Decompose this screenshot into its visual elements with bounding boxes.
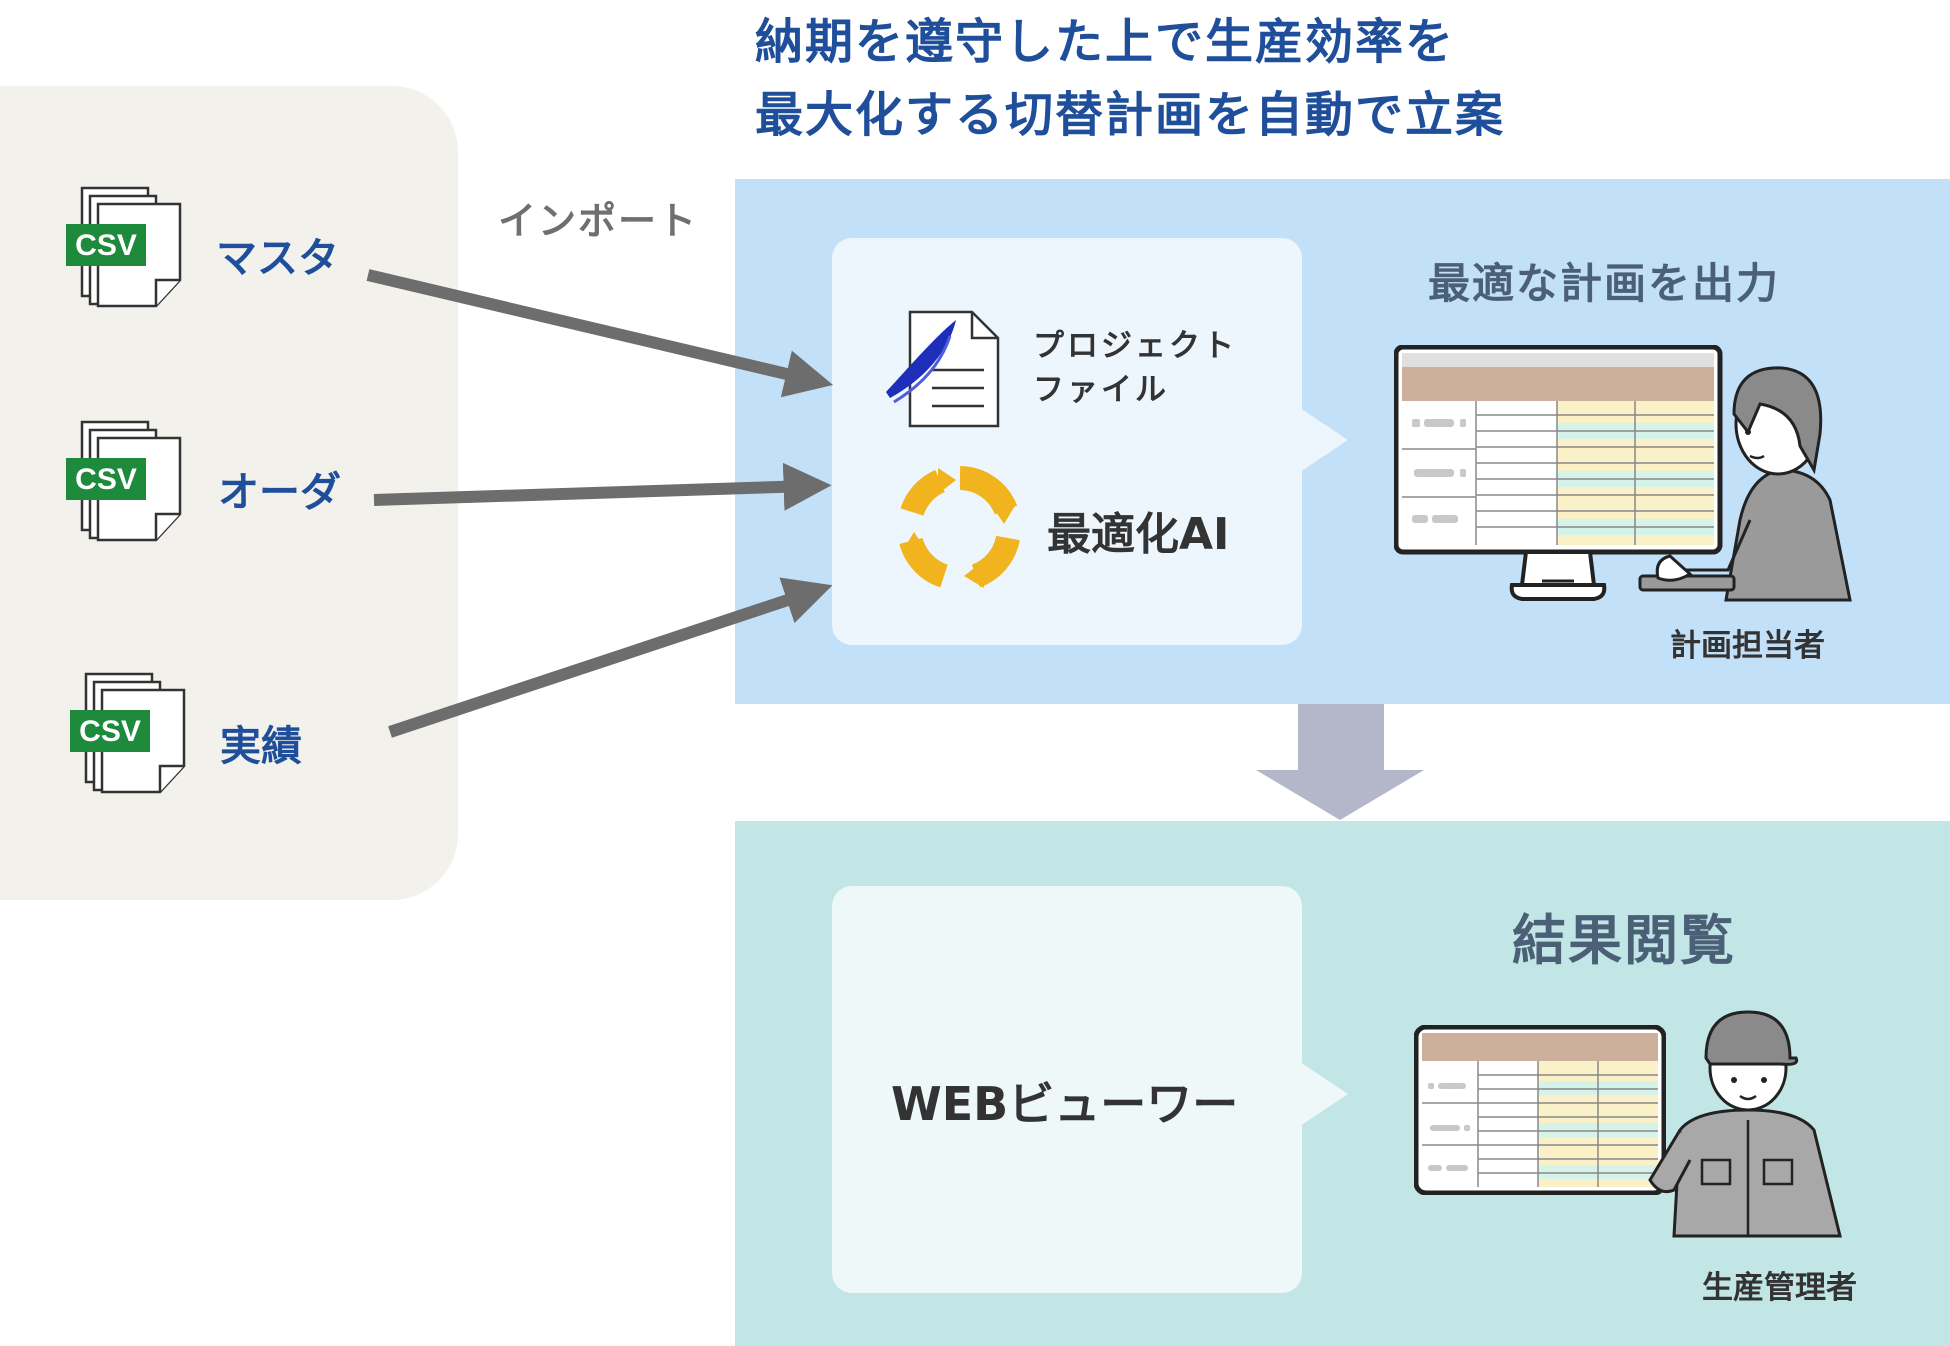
results-title: 結果閲覧 bbox=[1512, 909, 1736, 972]
source-label-master: マスタ bbox=[216, 234, 339, 282]
csv-file-icon-master: CSV bbox=[66, 186, 182, 308]
production-manager-label: 生産管理者 bbox=[1702, 1270, 1857, 1306]
viewer-bubble-pointer bbox=[1300, 1062, 1348, 1126]
csv-badge: CSV bbox=[75, 463, 137, 496]
monitor-icon bbox=[1394, 345, 1723, 601]
import-label: インポート bbox=[498, 199, 699, 243]
source-label-results: 実績 bbox=[220, 722, 302, 770]
flow-down-arrow bbox=[1256, 704, 1424, 820]
source-label-order: オーダ bbox=[218, 468, 341, 516]
viewer-bubble bbox=[832, 886, 1302, 1293]
import-arrow-results bbox=[388, 577, 833, 738]
planning-bubble-pointer bbox=[1300, 408, 1348, 472]
headline: 納期を遵守した上で生産効率を 最大化する切替計画を自動で立案 bbox=[755, 6, 1505, 152]
headline-line-2: 最大化する切替計画を自動で立案 bbox=[755, 87, 1506, 143]
tablet-icon bbox=[1414, 1025, 1666, 1195]
output-plan-title: 最適な計画を出力 bbox=[1428, 259, 1781, 308]
import-arrow-master bbox=[366, 269, 834, 398]
project-file-label-line-1: プロジェクト bbox=[1033, 328, 1237, 364]
web-viewer-label: WEBビューワー bbox=[891, 1077, 1239, 1131]
csv-file-icon-results: CSV bbox=[70, 672, 186, 794]
csv-badge: CSV bbox=[75, 229, 137, 262]
production-manager-icon bbox=[1648, 1010, 1842, 1238]
project-file-icon bbox=[886, 310, 1000, 428]
project-file-label-line-2: ファイル bbox=[1033, 372, 1169, 408]
planner-person-icon bbox=[1638, 366, 1852, 602]
headline-line-1: 納期を遵守した上で生産効率を bbox=[755, 14, 1456, 70]
planner-label: 計画担当者 bbox=[1670, 628, 1825, 664]
planning-bubble bbox=[832, 238, 1302, 645]
project-file-label: プロジェクト ファイル bbox=[1033, 324, 1237, 412]
csv-file-icon-order: CSV bbox=[66, 420, 182, 542]
optimization-ai-icon bbox=[899, 466, 1020, 588]
csv-badge: CSV bbox=[79, 715, 141, 748]
import-arrow-order bbox=[373, 462, 832, 511]
optimization-ai-label: 最適化AI bbox=[1047, 509, 1230, 560]
